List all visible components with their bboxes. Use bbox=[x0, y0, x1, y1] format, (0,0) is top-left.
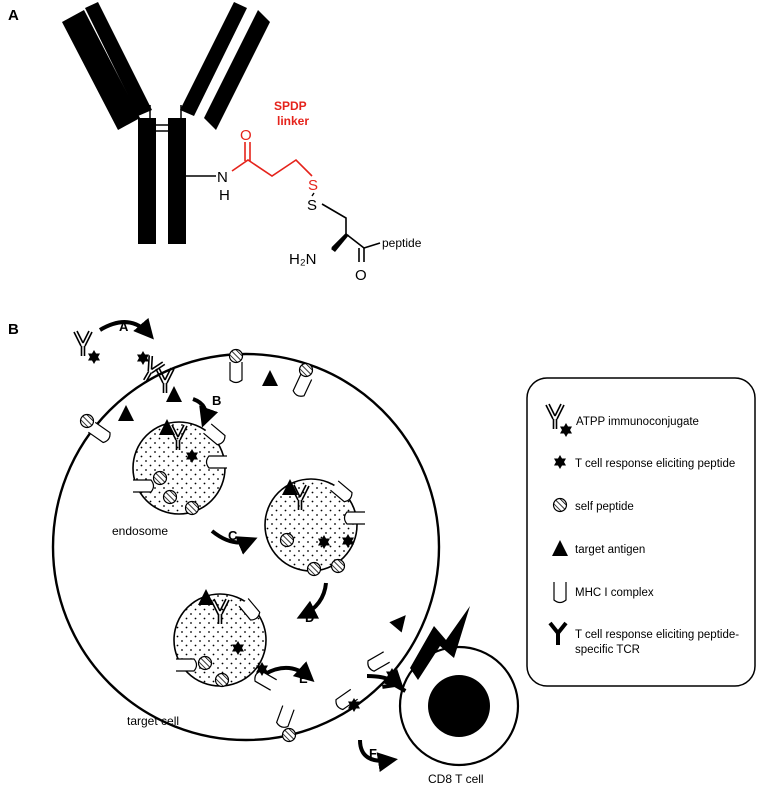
step-b: B bbox=[212, 393, 221, 408]
spdp-label: SPDP bbox=[274, 99, 307, 113]
legend-label-4: target antigen bbox=[575, 544, 645, 556]
antibody-structure bbox=[62, 2, 270, 244]
atom-o-carbonyl: O bbox=[355, 267, 367, 284]
step-e: E bbox=[299, 671, 308, 686]
step-c: C bbox=[228, 528, 238, 543]
legend-label-1: ATPP immunoconjugate bbox=[576, 416, 699, 428]
spdp-linker-structure: N H O S S H₂N O peptide SPDP linker bbox=[217, 99, 422, 284]
t-cell-label: CD8 T cell bbox=[428, 772, 484, 786]
legend-box bbox=[526, 377, 756, 687]
legend-label-6a: T cell response eliciting peptide- bbox=[575, 629, 739, 641]
legend-mhc-icon bbox=[553, 581, 567, 604]
t-cell-nucleus bbox=[428, 675, 490, 737]
endosome-label: endosome bbox=[112, 524, 168, 538]
legend-self-peptide-icon bbox=[552, 497, 568, 513]
legend-label-5: MHC I complex bbox=[575, 587, 654, 599]
legend-label-2: T cell response eliciting peptide bbox=[575, 458, 735, 470]
panel-a-label: A bbox=[8, 7, 19, 24]
peptide-label: peptide bbox=[382, 236, 422, 250]
target-cell bbox=[51, 352, 441, 742]
atom-h: H bbox=[219, 187, 230, 204]
atom-s-linker: S bbox=[308, 177, 318, 194]
step-a: A bbox=[119, 319, 129, 334]
activation-bolt-icon bbox=[410, 606, 470, 680]
atom-o-linker: O bbox=[240, 127, 252, 144]
atom-h2n: H₂N bbox=[289, 251, 317, 268]
atom-s-peptide: S bbox=[307, 197, 317, 214]
target-cell-label: target cell bbox=[127, 714, 179, 728]
panel-b-label: B bbox=[8, 321, 19, 338]
step-f: F bbox=[369, 746, 377, 761]
atom-n: N bbox=[217, 169, 228, 186]
extracellular-conjugates bbox=[73, 330, 167, 386]
linker-label: linker bbox=[277, 114, 309, 128]
step-d: D bbox=[305, 610, 314, 625]
legend-label-3: self peptide bbox=[575, 501, 634, 513]
legend-label-6b: specific TCR bbox=[575, 644, 640, 656]
